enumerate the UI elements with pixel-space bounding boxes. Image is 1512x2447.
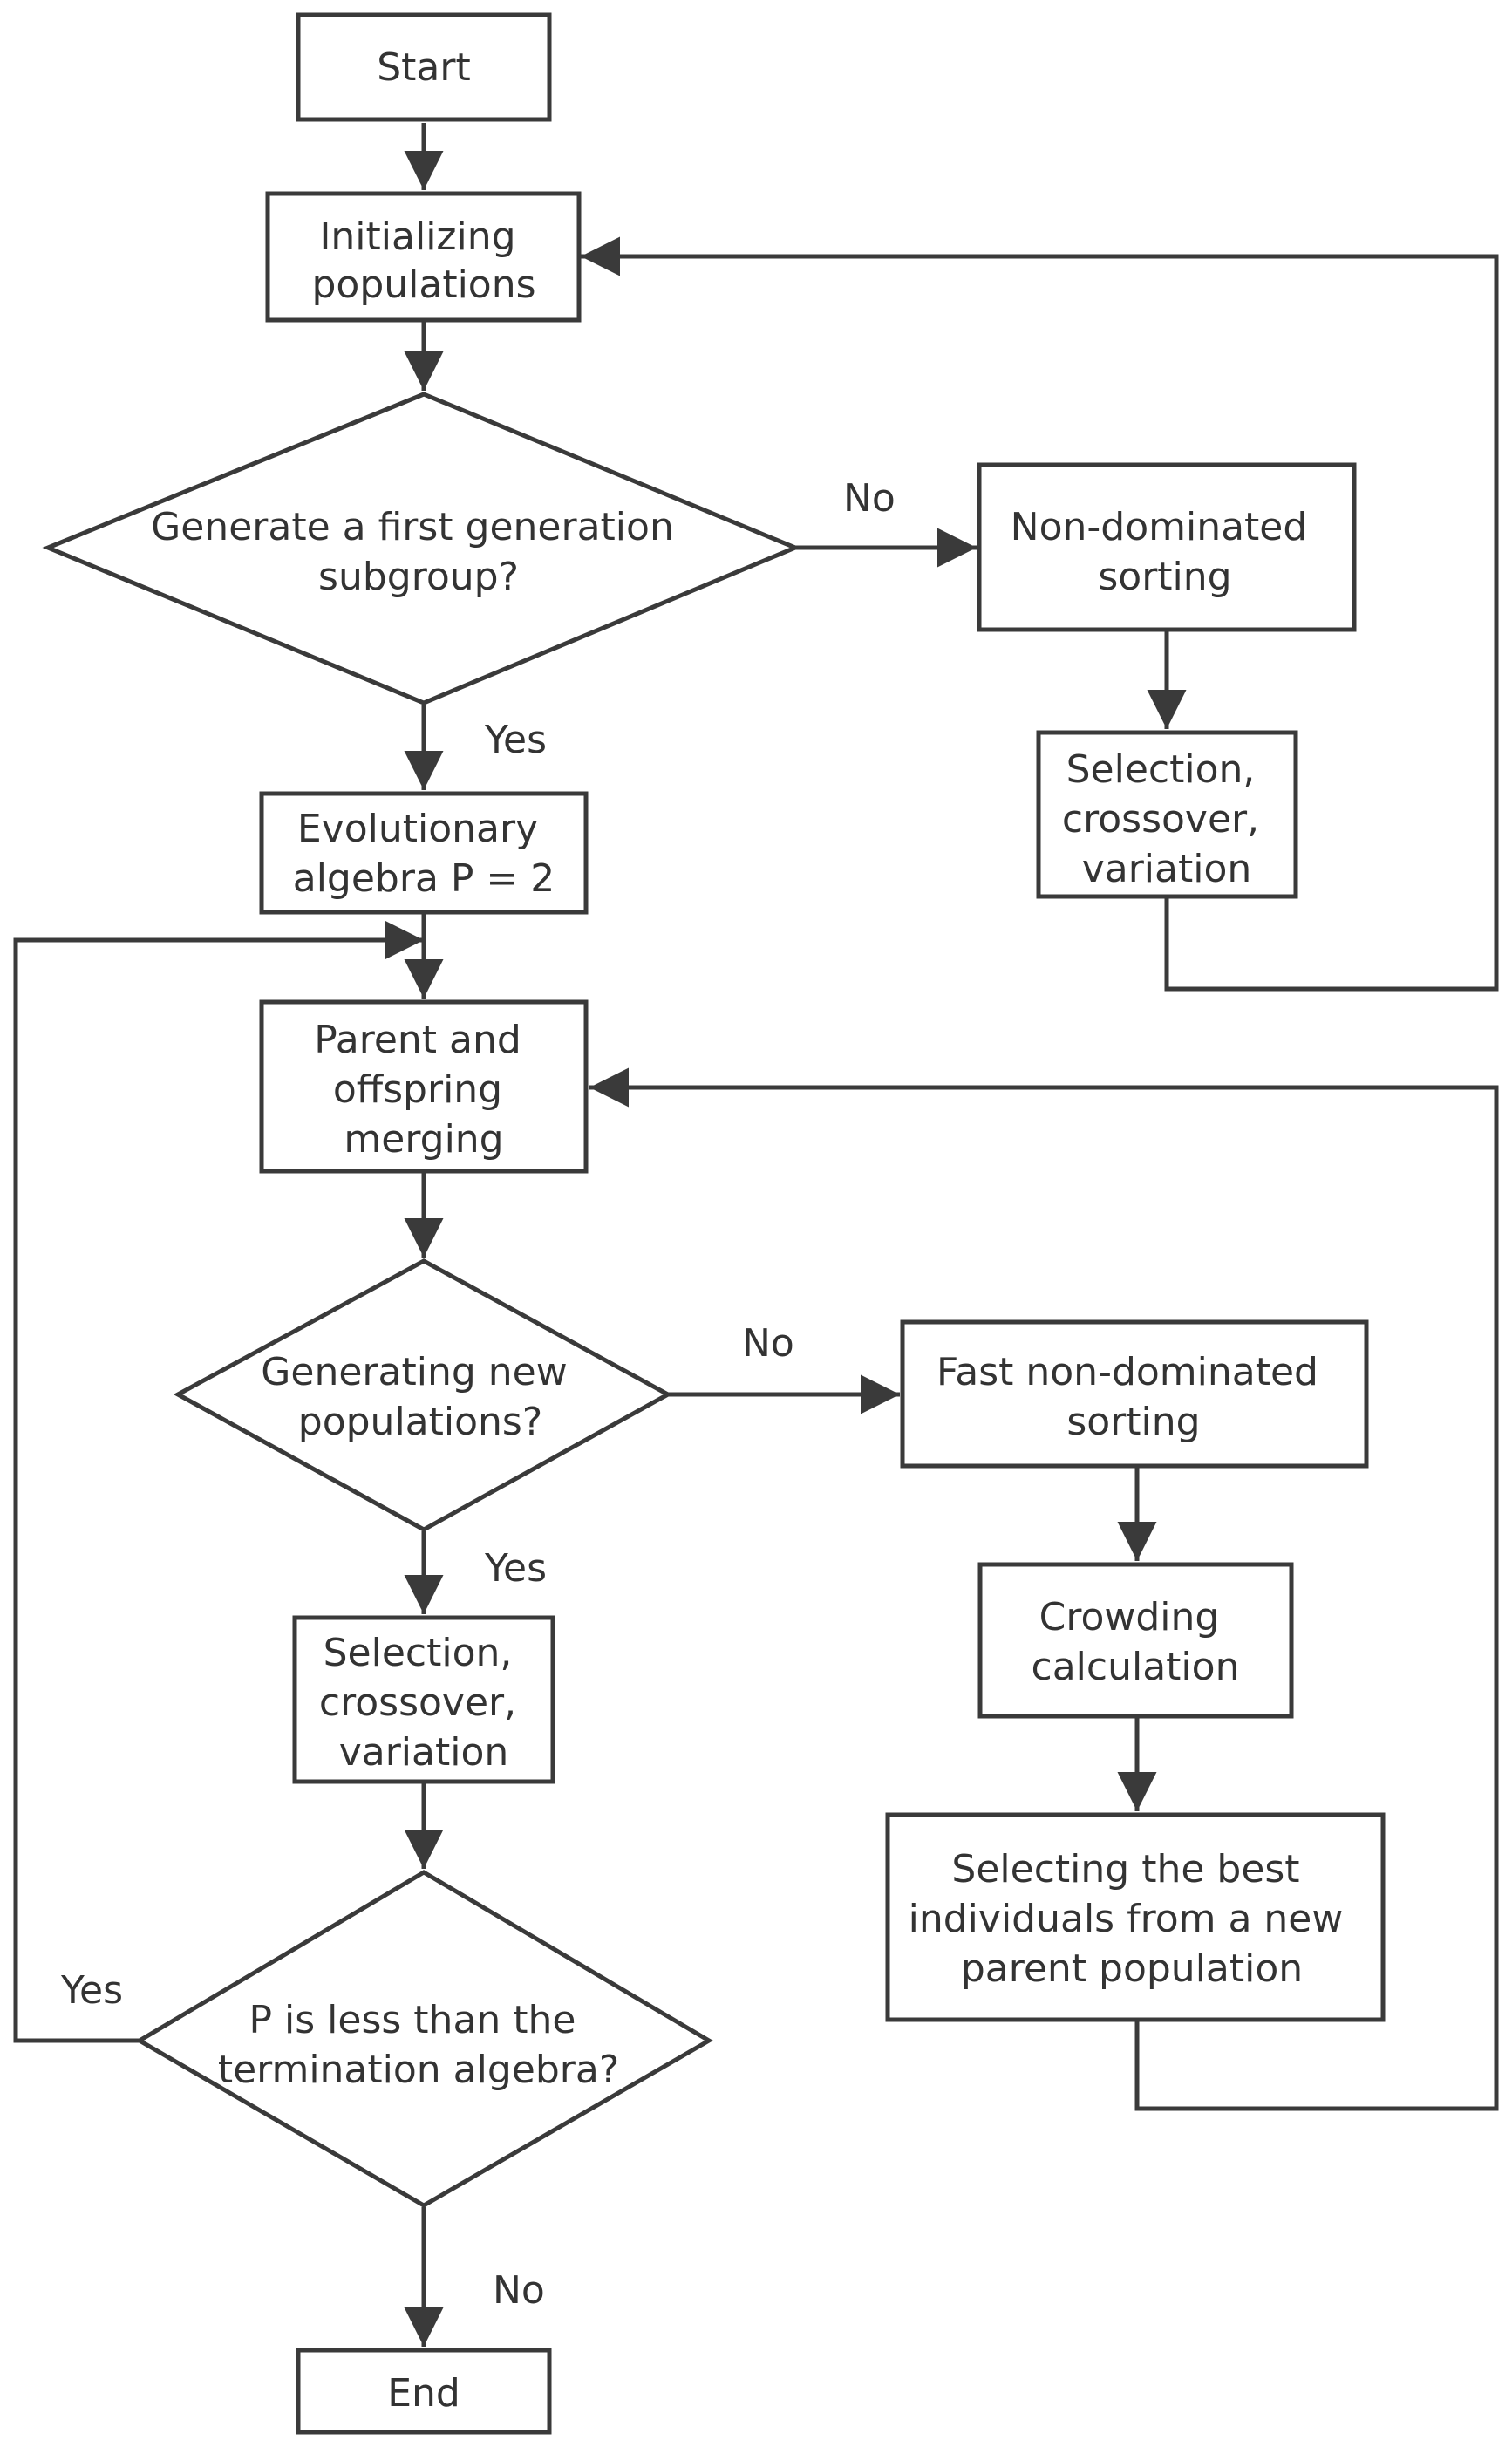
edge-label-no-3: No bbox=[493, 2268, 545, 2313]
arrow-decision3-yes-loop-to-evo bbox=[13, 920, 424, 2043]
sel2-box bbox=[292, 1615, 555, 1784]
evo-label: Evolutionary algebra P = 2 bbox=[293, 807, 555, 901]
decision-generate-first-label: Generate a first generation subgroup? bbox=[151, 505, 686, 599]
sel2-label: Selection, crossover, variation bbox=[319, 1631, 528, 1775]
decision-p-less-label: P is less than the termination algebra? bbox=[218, 1998, 619, 2092]
merge-label: Parent and offspring merging bbox=[314, 1018, 534, 1162]
edge-label-yes-2: Yes bbox=[484, 1546, 547, 1591]
edge-label-no-1: No bbox=[843, 476, 896, 521]
decision-generate-first-diamond bbox=[42, 392, 801, 705]
fast-nd-label: Fast non-dominated sorting bbox=[936, 1350, 1331, 1444]
arrow-best-loop-to-merge bbox=[589, 1067, 1499, 2111]
sel1-box bbox=[1036, 730, 1298, 899]
start-box bbox=[296, 12, 552, 122]
end-box bbox=[296, 2348, 552, 2435]
end-label: End bbox=[387, 2371, 460, 2416]
decision-generating-new-diamond bbox=[173, 1258, 673, 1532]
sel1-label: Selection, crossover, variation bbox=[1062, 747, 1271, 891]
decision-p-less-diamond bbox=[135, 1870, 713, 2208]
decision-generating-new-label: Generating new populations? bbox=[261, 1350, 579, 1444]
init-box bbox=[265, 191, 582, 323]
init-label: Initializing populations bbox=[311, 215, 535, 307]
arrow-sel1-loop-to-init bbox=[581, 236, 1499, 992]
nd-sort-label: Non-dominated sorting bbox=[1011, 505, 1320, 599]
edge-label-no-2: No bbox=[742, 1321, 794, 1366]
evo-box bbox=[259, 791, 589, 915]
connectors bbox=[13, 123, 1499, 2347]
crowd-box bbox=[977, 1562, 1294, 1719]
crowd-label: Crowding calculation bbox=[1032, 1595, 1240, 1689]
best-box bbox=[885, 1812, 1386, 2022]
edge-label-yes-1: Yes bbox=[484, 718, 547, 762]
merge-box bbox=[259, 999, 589, 1174]
best-label: Selecting the best individuals from a ne… bbox=[909, 1847, 1356, 1991]
edge-label-yes-3: Yes bbox=[60, 1968, 123, 2013]
nd-sort-box bbox=[977, 462, 1357, 632]
fast-nd-box bbox=[900, 1319, 1369, 1469]
start-label: Start bbox=[377, 45, 471, 90]
